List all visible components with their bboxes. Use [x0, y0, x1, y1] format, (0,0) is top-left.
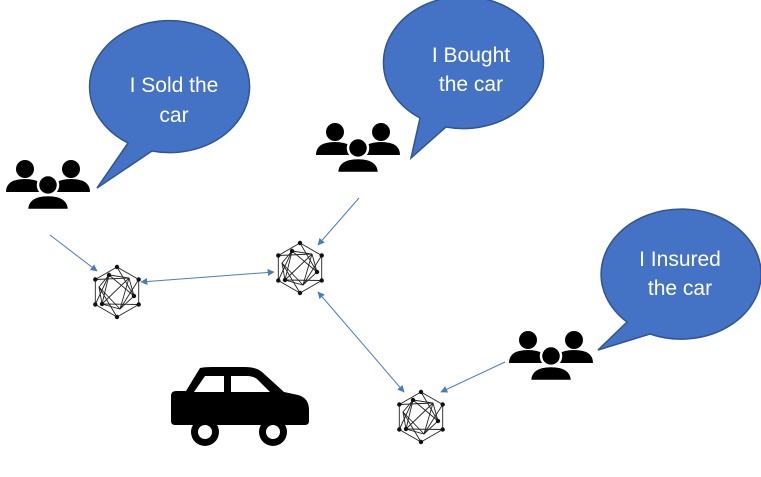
insurer-people-icon: [507, 329, 595, 383]
insurer-network-node-icon: [396, 389, 446, 445]
seller-buyer-link-arrow: [140, 268, 275, 286]
buyer-bubble-line-2: the car: [439, 73, 503, 96]
buyer-people-icon: [314, 121, 402, 175]
car-icon: [171, 367, 309, 446]
insurer-bubble-line-2: the car: [648, 277, 712, 300]
seller-speech-bubble: I Sold the car: [88, 19, 251, 189]
insurer-to-node-arrow: [440, 361, 506, 393]
buyer-network-node-icon: [275, 240, 325, 296]
seller-people-icon: [4, 158, 92, 212]
seller-bubble-line-2: car: [159, 104, 188, 127]
insurer-bubble-line-1: I Insured: [639, 248, 721, 271]
seller-network-node-icon: [92, 264, 142, 320]
seller-bubble-line-1: I Sold the: [130, 74, 219, 97]
buyer-insurer-link-arrow: [317, 291, 405, 393]
seller-to-node-arrow: [49, 234, 98, 272]
buyer-to-node-arrow: [317, 197, 360, 246]
buyer-bubble-line-1: I Bought: [432, 44, 510, 67]
buyer-speech-bubble: I Bought the car: [382, 0, 545, 161]
insurer-speech-bubble: I Insured the car: [597, 208, 761, 351]
